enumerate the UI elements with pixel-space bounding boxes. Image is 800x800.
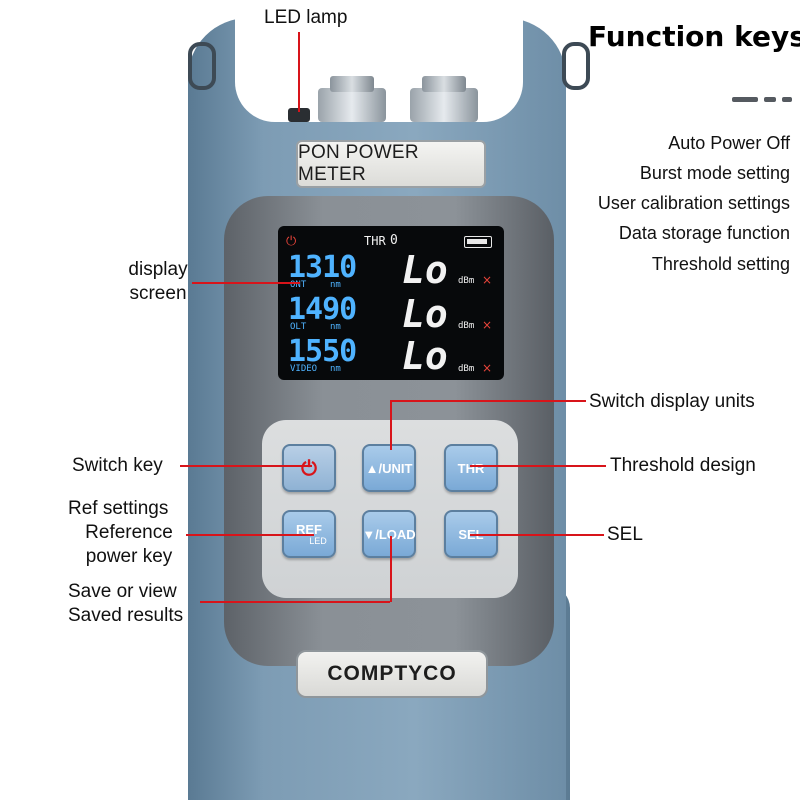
function-key-item: Burst mode setting	[639, 163, 790, 183]
function-key-item: Auto Power Off	[668, 133, 790, 153]
threshold-leader	[470, 465, 606, 467]
function-key-item: User calibration settings	[597, 193, 790, 213]
unit-leader-v	[390, 400, 392, 450]
switch-display-units-label: Switch display units	[589, 391, 755, 412]
function-key-item: Data storage function	[618, 223, 790, 243]
wavelength-1310: 1310	[288, 250, 357, 285]
unit-key[interactable]: ▲/UNIT	[362, 444, 416, 492]
switch-key-label: Switch key	[72, 455, 163, 476]
power-icon: ⏻	[301, 456, 317, 480]
display-label-2: screen	[129, 283, 187, 304]
battery-icon	[464, 236, 492, 248]
thr-key[interactable]: THR	[444, 444, 498, 492]
reading-2: Lo	[402, 292, 448, 336]
load-key[interactable]: ▼/LOAD	[362, 510, 416, 558]
power-key[interactable]: ⏻	[282, 444, 336, 492]
sel-label: SEL	[607, 524, 643, 545]
power-icon: ⏻	[286, 234, 297, 249]
fiber-connector-right	[410, 88, 478, 122]
threshold-design-label: Threshold design	[610, 455, 756, 476]
brand-plate: COMPTYCO	[296, 650, 488, 698]
save-view-label-1: Save or view	[68, 581, 177, 602]
thr-label: THR	[364, 234, 386, 248]
connector-cap-right	[422, 76, 466, 92]
display-screen: ⏻ THR 0 1310 ONT nm Lo dBm × 1490 OLT nm…	[278, 226, 504, 380]
display-leader	[192, 282, 300, 284]
save-leader-v	[390, 536, 392, 602]
load-key-label: ▼/LOAD	[362, 526, 416, 542]
nm-2: nm	[330, 322, 341, 332]
connector-cap-left	[330, 76, 374, 92]
display-label-1: display	[128, 259, 188, 280]
led-lamp-label: LED lamp	[264, 7, 348, 28]
nm-3: nm	[330, 364, 341, 374]
ref-key-label: REF	[296, 521, 322, 537]
wavelength-1550: 1550	[288, 334, 357, 369]
save-leader-h	[200, 601, 390, 603]
lanyard-loop-left	[188, 42, 216, 90]
unit-dbm-2: dBm	[458, 321, 475, 331]
thr-value: 0	[390, 233, 398, 248]
ref-settings-label: Ref settings	[68, 498, 169, 519]
nm-1: nm	[330, 280, 341, 290]
port-video: VIDEO	[290, 364, 318, 374]
unit-dbm-1: dBm	[458, 276, 475, 286]
function-keys-title: Function keys	[588, 20, 800, 53]
port-olt: OLT	[290, 322, 307, 332]
title-dashes	[732, 97, 792, 103]
unit-dbm-3: dBm	[458, 364, 475, 374]
lanyard-loop-right	[562, 42, 590, 90]
save-view-label-2: Saved results	[68, 605, 184, 626]
status-x-1: ×	[482, 273, 493, 287]
reference-label-2: power key	[85, 546, 173, 567]
led-lamp	[288, 108, 310, 122]
battery-level	[467, 239, 487, 244]
reading-1: Lo	[402, 248, 448, 292]
reading-3: Lo	[402, 334, 448, 378]
switch-key-leader	[180, 465, 312, 467]
port-ont: ONT	[290, 280, 307, 290]
sel-leader	[470, 534, 604, 536]
fiber-connector-left	[318, 88, 386, 122]
reference-label-1: Reference	[85, 522, 173, 543]
led-key-label: LED	[309, 535, 327, 546]
unit-leader-h	[390, 400, 586, 402]
unit-key-label: ▲/UNIT	[365, 460, 413, 476]
wavelength-1490: 1490	[288, 292, 357, 327]
led-lamp-leader	[298, 32, 300, 112]
status-x-3: ×	[482, 361, 493, 375]
thr-key-label: THR	[457, 460, 485, 476]
ref-leader	[186, 534, 314, 536]
function-key-item: Threshold setting	[651, 254, 790, 274]
status-x-2: ×	[482, 318, 493, 332]
model-badge: PON POWER METER	[296, 140, 486, 188]
